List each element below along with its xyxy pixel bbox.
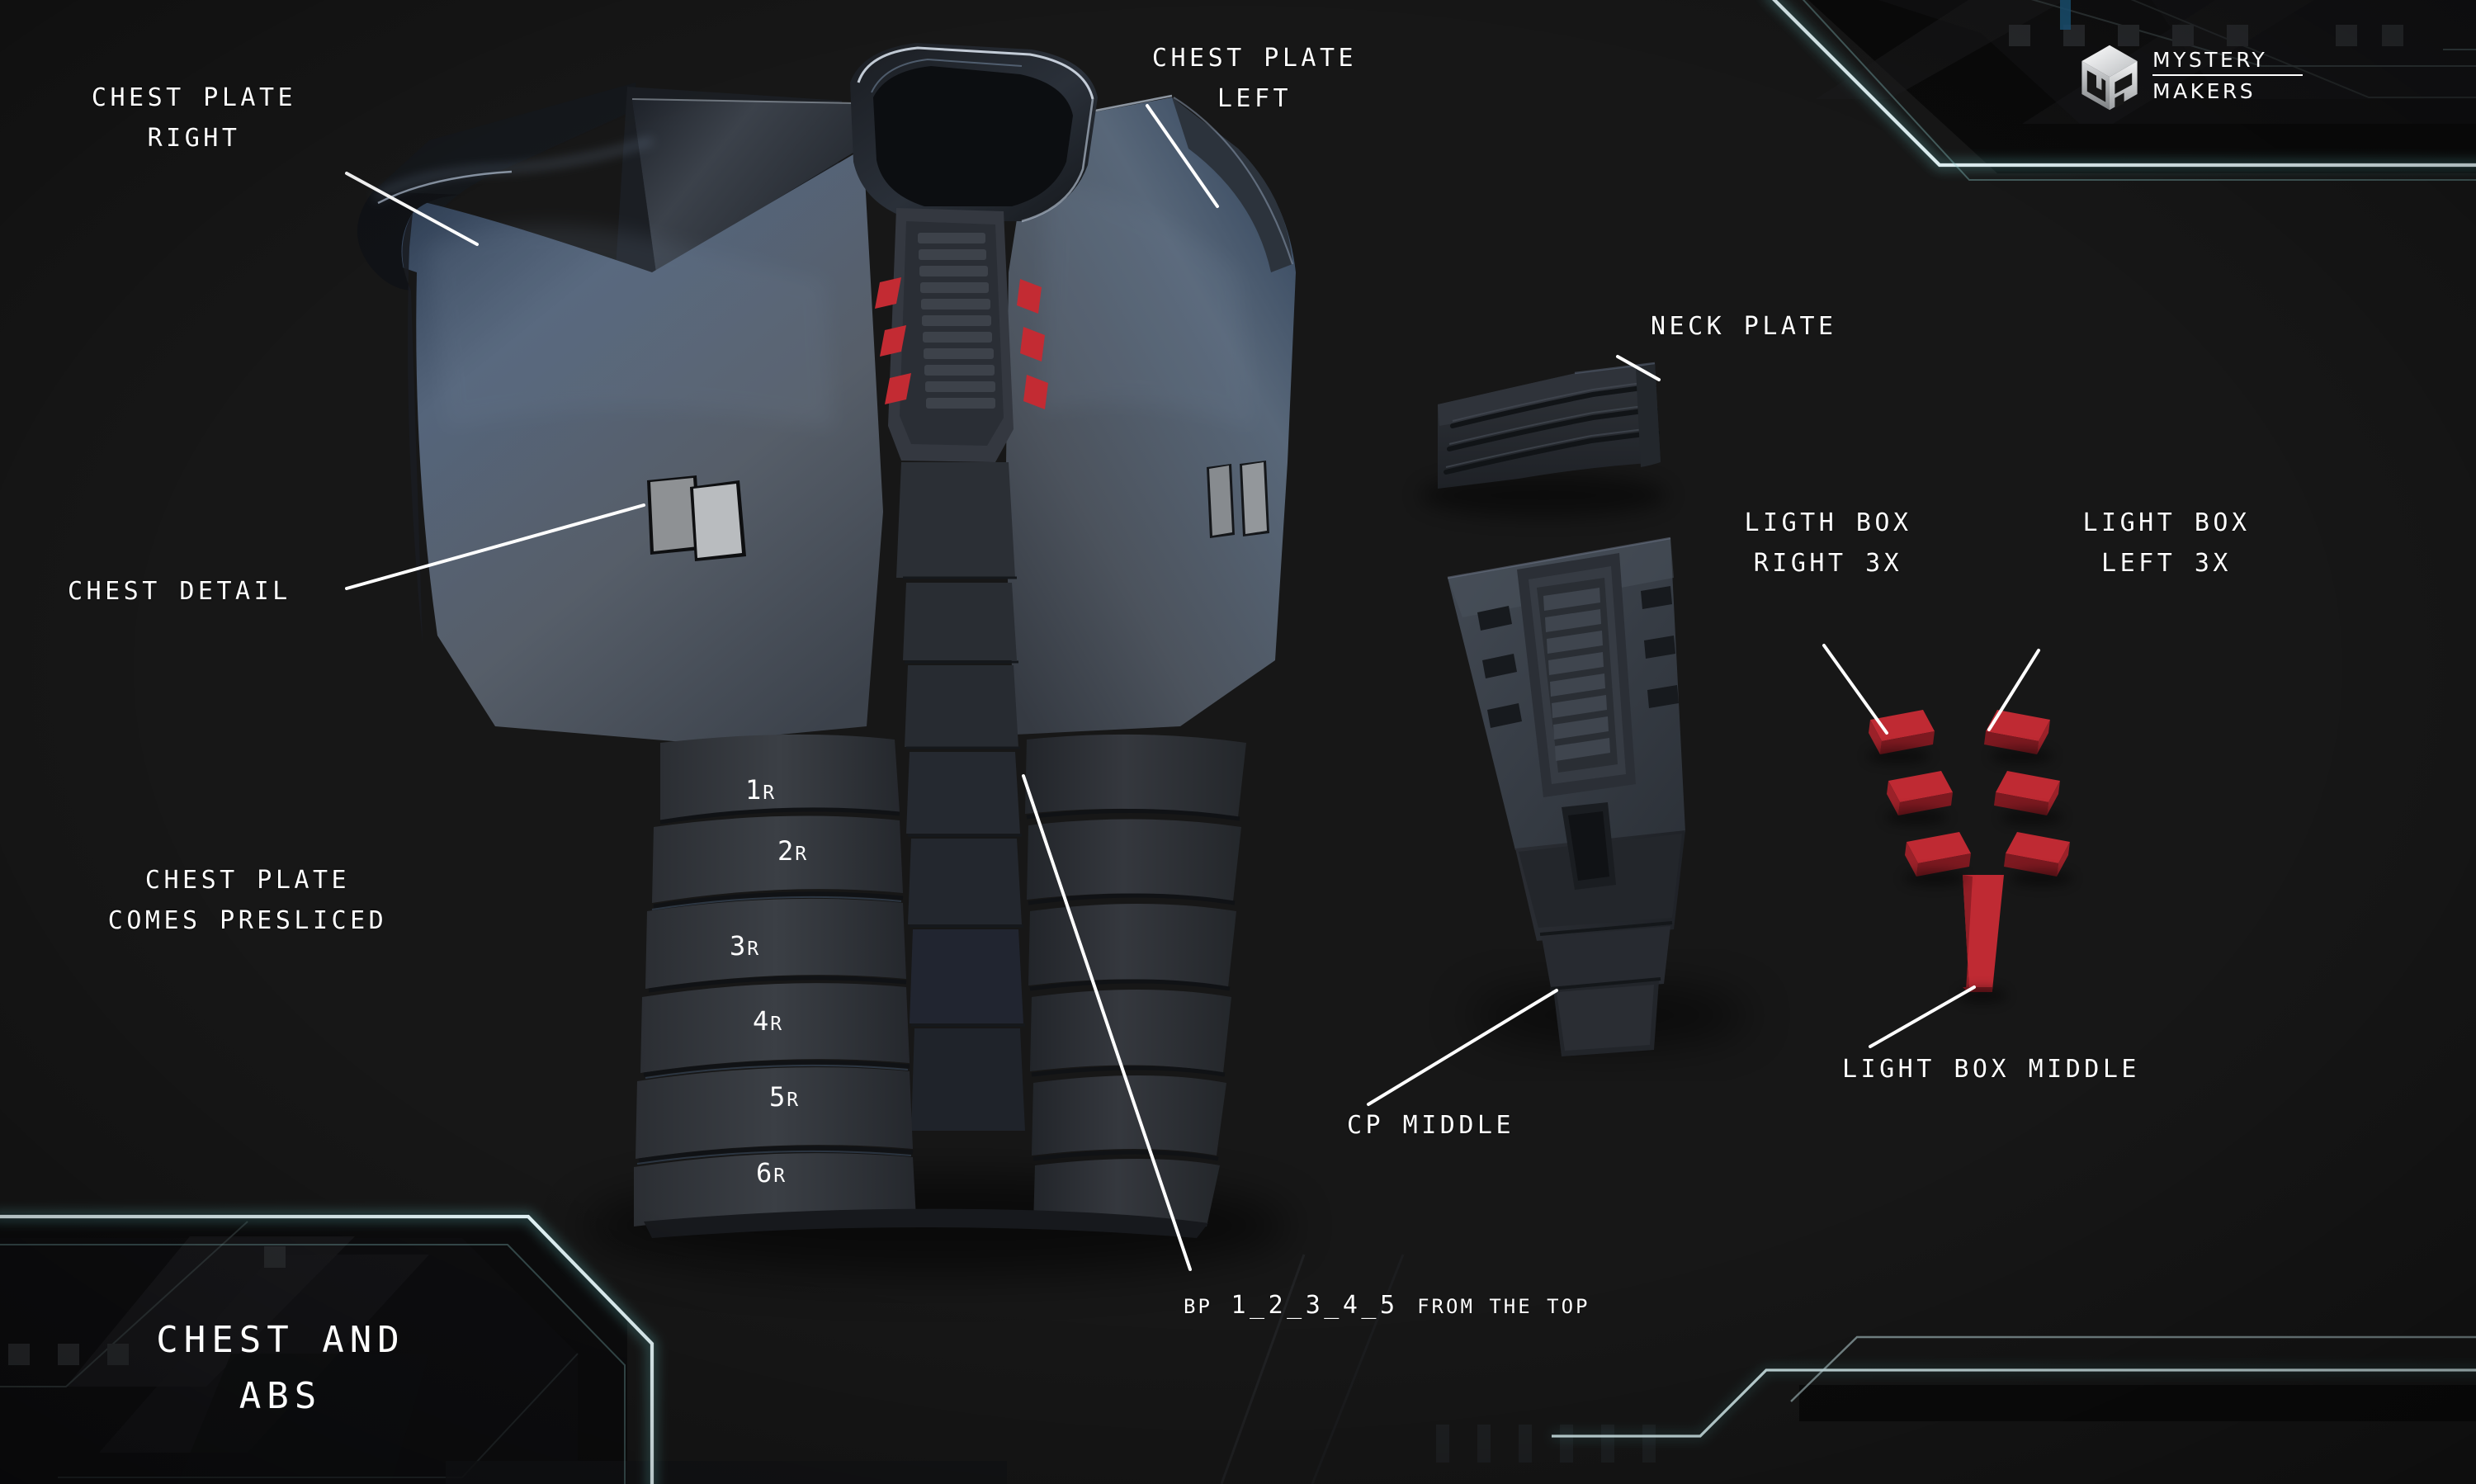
label-neck-plate: NECK PLATE xyxy=(1651,307,1837,347)
bp-prefix: BP xyxy=(1184,1295,1212,1318)
leader-chest-detail xyxy=(345,503,645,590)
abs-num-3: 3 xyxy=(730,930,748,962)
part-light-boxes xyxy=(1867,710,2073,1003)
abs-suffix-4: R xyxy=(770,1014,783,1035)
brand-name-line2: MAKERS xyxy=(2152,79,2256,103)
brand-logo: MYSTERY MAKERS xyxy=(2077,45,2341,112)
label-light-box-right: LIGTH BOX RIGHT 3X xyxy=(1700,503,1956,584)
light-box-right-3x-onmodel xyxy=(875,277,911,404)
light-box-middle xyxy=(1963,875,2004,992)
bp-body: 1_2_3_4_5 xyxy=(1212,1291,1418,1320)
page-title: CHEST AND ABS xyxy=(50,1312,512,1425)
label-chest-plate-right-line2: RIGHT xyxy=(147,123,241,153)
abs-num-6: 6 xyxy=(756,1157,774,1189)
leader-chest-plate-right xyxy=(345,172,479,246)
label-light-box-middle-line1: LIGHT BOX MIDDLE xyxy=(1842,1055,2140,1084)
abs-num-1: 1 xyxy=(745,774,763,806)
brand-logo-text: MYSTERY MAKERS xyxy=(2152,48,2303,103)
label-light-box-left-line1: LIGHT BOX xyxy=(2082,508,2251,537)
label-bp-note: BP 1_2_3_4_5 FROM THE TOP xyxy=(1184,1286,1590,1326)
page-title-line1: CHEST AND xyxy=(156,1319,405,1361)
leader-cp-middle xyxy=(1367,989,1558,1106)
page-title-line2: ABS xyxy=(239,1375,323,1418)
abs-label-3: 3R xyxy=(730,930,759,962)
label-chest-plate-right-line1: CHEST PLATE xyxy=(91,83,297,112)
leader-light-box-right xyxy=(1822,644,1888,735)
bp-suffix: FROM THE TOP xyxy=(1417,1295,1590,1318)
leader-light-box-middle xyxy=(1869,985,1976,1048)
brand-name-line1: MYSTERY xyxy=(2152,48,2268,72)
abs-label-6: 6R xyxy=(756,1157,786,1189)
abs-suffix-6: R xyxy=(773,1165,787,1187)
center-chest-column xyxy=(875,208,1048,1131)
label-chest-detail-line1: CHEST DETAIL xyxy=(68,577,291,606)
light-box-left-3x-onmodel xyxy=(1017,279,1048,409)
mystery-makers-cube-icon xyxy=(2081,45,2138,111)
label-light-box-left-line2: LEFT 3X xyxy=(2101,548,2232,578)
abs-suffix-5: R xyxy=(787,1089,800,1111)
part-neck-plate xyxy=(1420,362,1667,517)
label-chest-plate-left-line2: LEFT xyxy=(1217,83,1292,113)
leader-bp-note xyxy=(1022,774,1192,1271)
abs-suffix-2: R xyxy=(795,844,808,865)
label-chest-detail: CHEST DETAIL xyxy=(68,572,291,612)
abs-suffix-3: R xyxy=(747,938,760,960)
abs-label-1: 1R xyxy=(745,774,775,806)
abs-label-5: 5R xyxy=(769,1081,799,1113)
abs-bands-left xyxy=(634,734,916,1226)
label-cp-middle-line1: CP MIDDLE xyxy=(1347,1111,1515,1140)
label-light-box-right-line2: RIGHT 3X xyxy=(1753,548,1903,578)
leader-lines xyxy=(345,104,2040,1271)
leader-light-box-left xyxy=(1987,649,2040,731)
light-box-middle-onmodel xyxy=(933,462,979,548)
light-box-left-3x xyxy=(1984,710,2070,877)
brand-rule xyxy=(2152,74,2303,76)
abs-num-5: 5 xyxy=(769,1081,787,1113)
label-light-box-middle: LIGHT BOX MIDDLE xyxy=(1842,1050,2140,1090)
label-light-box-right-line1: LIGTH BOX xyxy=(1744,508,1912,537)
leader-neck-plate xyxy=(1616,355,1661,381)
abs-label-4: 4R xyxy=(753,1005,782,1037)
part-cp-middle xyxy=(1447,536,1750,1056)
label-presliced-line2: COMES PRESLICED xyxy=(107,905,388,935)
abs-num-2: 2 xyxy=(777,835,796,867)
label-chest-plate-presliced: CHEST PLATE COMES PRESLICED xyxy=(17,861,479,941)
label-presliced-line1: CHEST PLATE xyxy=(144,866,351,895)
label-light-box-left: LIGHT BOX LEFT 3X xyxy=(2039,503,2294,584)
label-chest-plate-right: CHEST PLATE RIGHT xyxy=(33,78,355,158)
label-chest-plate-left-line1: CHEST PLATE xyxy=(1151,44,1358,73)
armor-chest-vest xyxy=(357,43,1296,1275)
abs-suffix-1: R xyxy=(763,782,776,804)
abs-label-2: 2R xyxy=(777,835,807,867)
label-neck-plate-line1: NECK PLATE xyxy=(1651,312,1837,341)
abs-bands-right xyxy=(1025,734,1246,1226)
light-box-right-3x xyxy=(1869,710,1971,877)
chest-detail-tabs xyxy=(647,475,746,561)
leader-chest-plate-left xyxy=(1146,104,1219,208)
abs-num-4: 4 xyxy=(753,1005,771,1037)
label-cp-middle: CP MIDDLE xyxy=(1347,1106,1514,1146)
chest-detail-tabs-right xyxy=(1207,461,1269,538)
label-chest-plate-left: CHEST PLATE LEFT xyxy=(1098,39,1411,119)
